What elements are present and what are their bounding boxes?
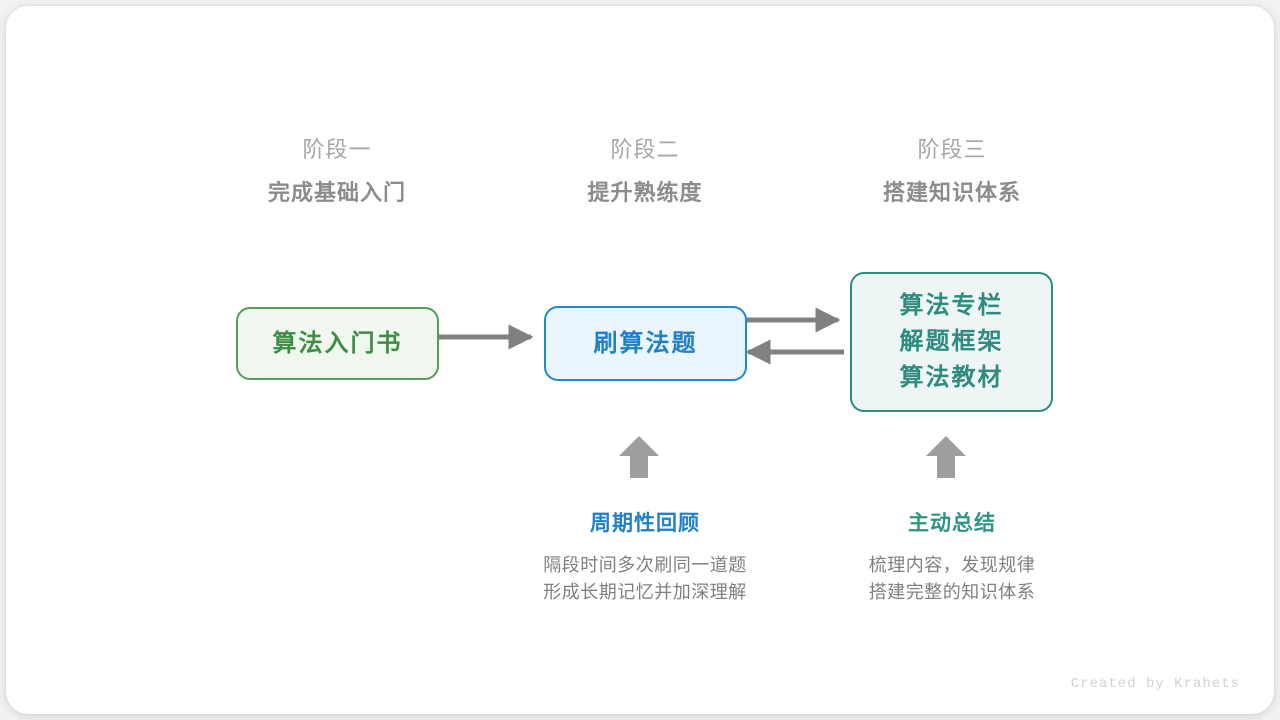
note-review-title: 周期性回顾 — [590, 512, 700, 535]
stage-title-2: 提升熟练度 — [587, 180, 703, 205]
diagram-card: 阶段一 完成基础入门 阶段二 提升熟练度 阶段三 搭建知识体系 — [6, 6, 1274, 714]
node-learning-resources[interactable]: 算法专栏 解题框架 算法教材 — [850, 272, 1053, 412]
node-book-line-1: 算法入门书 — [272, 329, 403, 357]
note-active-summary: 主动总结 梳理内容，发现规律 搭建完整的知识体系 — [802, 509, 1102, 606]
node-resources-line-1: 算法专栏 — [899, 292, 1004, 319]
stage-label-2: 阶段二 — [610, 137, 680, 162]
note-summary-body-line-1: 梳理内容，发现规律 — [868, 555, 1036, 575]
node-resources-line-2: 解题框架 — [899, 328, 1004, 355]
note-review-body-line-1: 隔段时间多次刷同一道题 — [543, 555, 747, 575]
node-practice-line-1: 刷算法题 — [593, 329, 698, 357]
stage-label-3: 阶段三 — [917, 137, 987, 162]
stage-title-3: 搭建知识体系 — [882, 180, 1021, 205]
stage-header-1: 阶段一 完成基础入门 — [207, 135, 467, 209]
node-algorithm-book[interactable]: 算法入门书 — [236, 307, 439, 380]
up-arrow-icon-review — [619, 436, 659, 478]
note-summary-body: 梳理内容，发现规律 搭建完整的知识体系 — [802, 552, 1102, 606]
credit-text: Created by Krahets — [1070, 676, 1240, 692]
up-arrow-icon-summary — [926, 436, 966, 478]
stage-header-2: 阶段二 提升熟练度 — [515, 135, 775, 209]
stage-title-1: 完成基础入门 — [267, 180, 406, 205]
note-periodic-review: 周期性回顾 隔段时间多次刷同一道题 形成长期记忆并加深理解 — [495, 509, 795, 606]
note-summary-title: 主动总结 — [908, 512, 996, 535]
stage-header-3: 阶段三 搭建知识体系 — [822, 135, 1082, 209]
node-practice-problems[interactable]: 刷算法题 — [544, 306, 747, 381]
stage-label-1: 阶段一 — [302, 137, 372, 162]
note-summary-body-line-2: 搭建完整的知识体系 — [868, 582, 1036, 602]
note-review-body: 隔段时间多次刷同一道题 形成长期记忆并加深理解 — [495, 552, 795, 606]
node-resources-line-3: 算法教材 — [899, 364, 1004, 391]
note-review-body-line-2: 形成长期记忆并加深理解 — [543, 582, 747, 602]
